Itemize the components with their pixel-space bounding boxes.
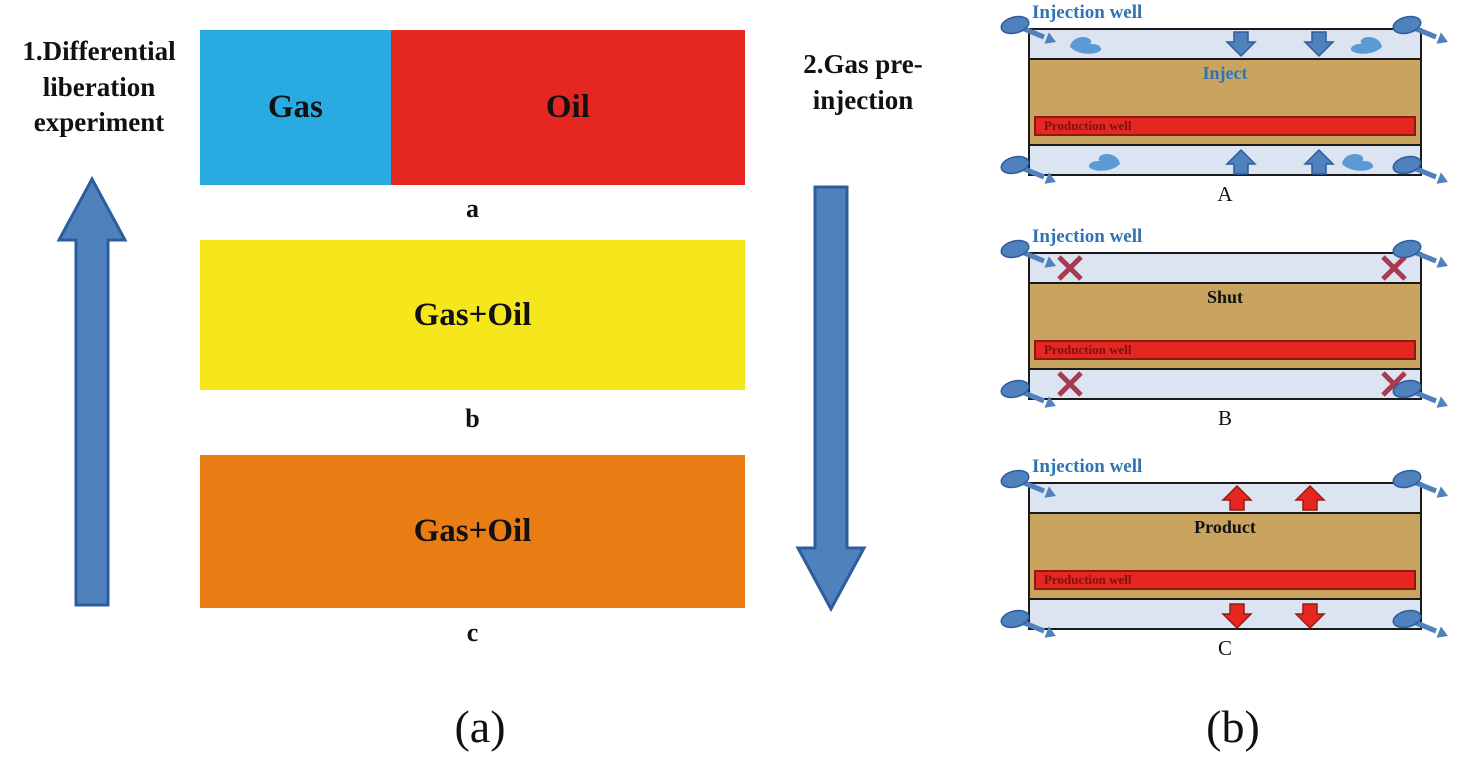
gas-swirl-icon bbox=[1070, 37, 1102, 54]
gas-oil-label-b: Gas+Oil bbox=[413, 296, 532, 333]
gas-pre-injection-label: 2.Gas pre-injection bbox=[803, 49, 923, 116]
rock-layer-A: Inject Production well bbox=[1030, 58, 1420, 146]
diagram-A-caption: A bbox=[1217, 182, 1233, 206]
production-well-label-A: Production well bbox=[1044, 118, 1132, 133]
inject-up-arrow-icon bbox=[1225, 148, 1257, 175]
gas-label: Gas bbox=[267, 89, 323, 125]
injection-diagram-A: Injection well Inject Production well bbox=[1000, 2, 1466, 216]
inject-up-arrow-icon bbox=[1303, 148, 1335, 175]
injection-diagram-B: Injection well Shut Production well B bbox=[1000, 226, 1466, 440]
production-well-label-C: Production well bbox=[1044, 572, 1132, 587]
bar-c-caption: c bbox=[466, 618, 479, 647]
injection-wellhead-icon bbox=[1392, 155, 1448, 184]
produce-up-arrow-icon bbox=[1294, 484, 1326, 511]
injection-wellhead-icon bbox=[1392, 469, 1448, 498]
reservoir-C: Product Production well bbox=[1028, 482, 1422, 630]
shut-x-icon bbox=[1381, 255, 1407, 281]
bar-c: Gas+Oil bbox=[200, 455, 745, 608]
injection-wellhead-icon bbox=[1000, 609, 1056, 638]
reservoir-A: Inject Production well bbox=[1028, 28, 1422, 176]
diagram-C-caption: C bbox=[1217, 636, 1232, 660]
produce-down-arrow-icon bbox=[1294, 603, 1326, 630]
reservoir-B: Shut Production well bbox=[1028, 252, 1422, 400]
diagram-B-caption: B bbox=[1217, 406, 1232, 430]
injection-well-label-C: Injection well bbox=[1032, 456, 1143, 477]
injection-wellhead-icon bbox=[1392, 15, 1448, 44]
inject-down-arrow-icon bbox=[1303, 31, 1335, 58]
rock-layer-B: Shut Production well bbox=[1030, 282, 1420, 370]
injection-wellhead-icon bbox=[1000, 15, 1056, 44]
panel-b: Injection well Inject Production well bbox=[1000, 0, 1466, 774]
gas-swirl-icon bbox=[1342, 154, 1374, 171]
oil-label: Oil bbox=[545, 89, 590, 125]
pre-injection-down-arrow-icon bbox=[795, 185, 867, 613]
injection-wellhead-icon bbox=[1000, 469, 1056, 498]
inject-mode-label: Inject bbox=[1202, 63, 1248, 83]
panel-b-caption: (b) bbox=[1206, 701, 1260, 752]
rock-layer-C: Product Production well bbox=[1030, 512, 1420, 600]
differential-liberation-label: 1.Differential liberation experiment bbox=[22, 36, 176, 138]
panel-a: 1.Differential liberation experiment Gas… bbox=[22, 30, 923, 752]
injection-wellhead-icon bbox=[1000, 379, 1056, 408]
bar-b: Gas+Oil bbox=[200, 240, 745, 390]
shut-x-icon bbox=[1057, 255, 1083, 281]
inject-down-arrow-icon bbox=[1225, 31, 1257, 58]
bar-a: Gas Oil bbox=[200, 30, 745, 185]
shut-mode-label: Shut bbox=[1206, 287, 1244, 307]
produce-down-arrow-icon bbox=[1221, 603, 1253, 630]
produce-up-arrow-icon bbox=[1221, 484, 1253, 511]
injection-wellhead-icon bbox=[1000, 155, 1056, 184]
gas-swirl-icon bbox=[1350, 37, 1382, 54]
bar-b-caption: b bbox=[465, 404, 480, 433]
injection-well-label-B: Injection well bbox=[1032, 226, 1143, 247]
product-mode-label: Product bbox=[1194, 517, 1256, 537]
shut-x-icon bbox=[1057, 371, 1083, 397]
bar-a-gas-segment: Gas bbox=[200, 30, 391, 185]
production-well-bar-A: Production well bbox=[1034, 116, 1416, 136]
injection-well-label-A: Injection well bbox=[1032, 2, 1143, 23]
bar-a-oil-segment: Oil bbox=[390, 30, 745, 185]
production-well-label-B: Production well bbox=[1044, 342, 1132, 357]
injection-diagram-C: Injection well Product Production well C bbox=[1000, 456, 1466, 670]
production-well-bar-B: Production well bbox=[1034, 340, 1416, 360]
gas-swirl-icon bbox=[1088, 154, 1120, 171]
liberation-up-arrow-icon bbox=[56, 175, 128, 607]
bar-a-caption: a bbox=[466, 194, 479, 223]
injection-wellhead-icon bbox=[1000, 239, 1056, 268]
gas-oil-label-c: Gas+Oil bbox=[413, 513, 532, 549]
production-well-bar-C: Production well bbox=[1034, 570, 1416, 590]
injection-wellhead-icon bbox=[1392, 609, 1448, 638]
injection-wellhead-icon bbox=[1392, 239, 1448, 268]
panel-a-caption: (a) bbox=[454, 701, 506, 752]
injection-wellhead-icon bbox=[1392, 379, 1448, 408]
